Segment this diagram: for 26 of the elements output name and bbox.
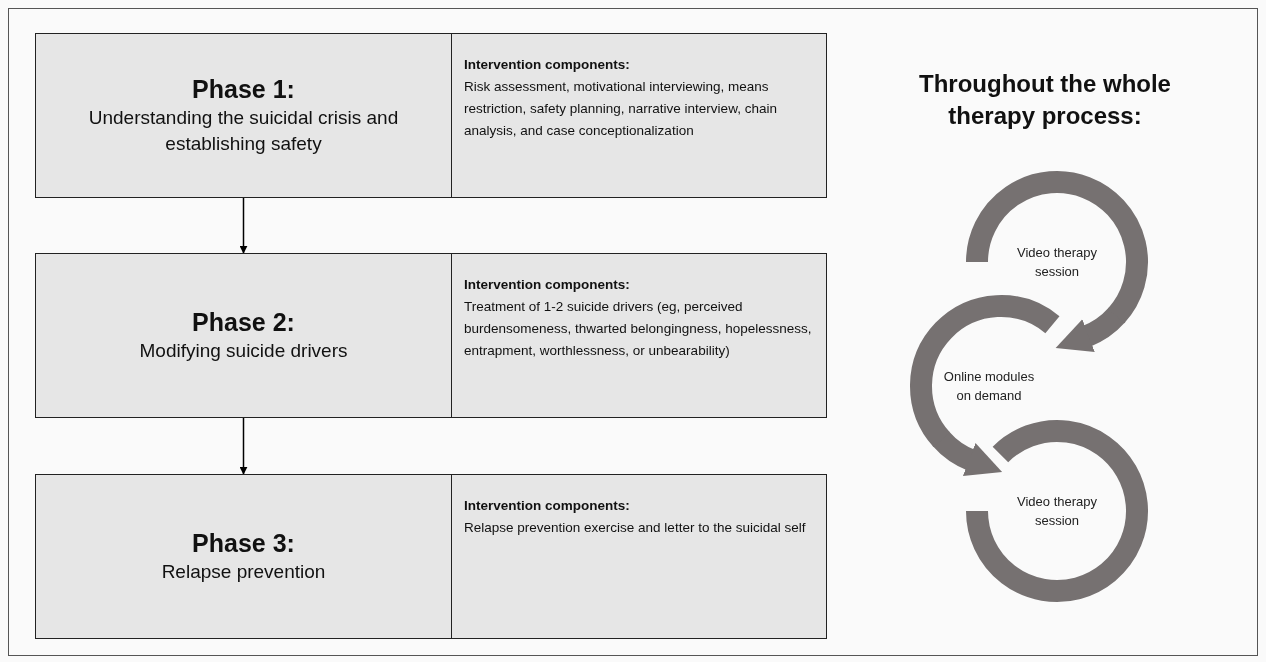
- phase-description: Relapse prevention: [161, 560, 326, 585]
- components-box: [452, 253, 827, 418]
- components-list: Risk assessment, motivational interviewing, means restriction, safety planning, narrative interview, chain analysis, and case conceptionalization: [464, 76, 814, 142]
- step-label: Online modules on demand: [942, 368, 1036, 405]
- phase-box: [35, 474, 452, 639]
- components-heading: Intervention components:: [464, 497, 631, 515]
- arrow: [239, 417, 248, 475]
- phase-box: [35, 253, 452, 418]
- components-box: [452, 33, 827, 198]
- phase-heading: Phase 3:: [192, 527, 295, 559]
- phase-heading: Phase 2:: [192, 306, 295, 338]
- phase-box: [35, 33, 452, 198]
- components-heading: Intervention components:: [464, 276, 631, 294]
- curved-arrow: [1056, 307, 1125, 352]
- curved-arrow: [932, 430, 1002, 476]
- arrow: [239, 197, 248, 254]
- components-box: [452, 474, 827, 639]
- section-heading: Throughout the whole therapy process:: [918, 69, 1172, 131]
- step-label: Video therapy session: [1016, 493, 1098, 530]
- step-label: Video therapy session: [1016, 244, 1098, 281]
- phase-heading: Phase 1:: [192, 73, 295, 105]
- phase-description: Understanding the suicidal crisis and establishing safety: [87, 106, 400, 157]
- components-heading: Intervention components:: [464, 56, 631, 74]
- components-list: Relapse prevention exercise and letter to the suicidal self: [464, 517, 814, 539]
- phase-description: Modifying suicide drivers: [139, 339, 348, 364]
- components-list: Treatment of 1-2 suicide drivers (eg, perceived burdensomeness, thwarted belongingness, hopelessness, entrapment, worthlessness, or unbearability): [464, 296, 814, 362]
